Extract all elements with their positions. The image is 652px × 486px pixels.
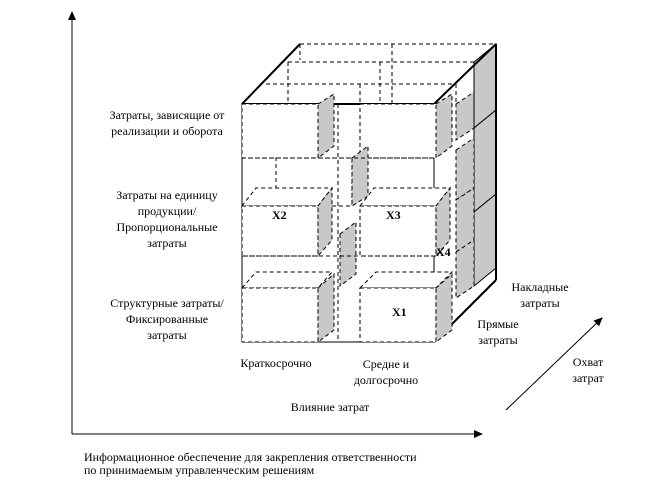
front-blocks xyxy=(240,93,454,343)
label-structural-costs: Структурные затраты/ Фиксированные затра… xyxy=(92,295,242,343)
caption: Информационное обеспечение для закреплен… xyxy=(84,451,417,477)
label-cost-influence: Влияние затрат xyxy=(290,400,370,414)
label-line: долгосрочно xyxy=(353,373,419,387)
label-line: затрат xyxy=(572,371,604,385)
depth-axis xyxy=(505,317,603,411)
label-line: Затраты на единицу xyxy=(116,188,218,202)
grid-lines xyxy=(242,104,434,342)
label-line: затраты xyxy=(147,236,187,250)
cell-x4-label: X4 xyxy=(436,245,451,259)
label-cost-coverage: Охват затрат xyxy=(558,354,618,386)
label-line: продукции/ xyxy=(137,204,197,218)
label-line: Накладные xyxy=(511,280,569,294)
label-line: Средне и xyxy=(362,357,410,371)
label-line: Охват xyxy=(572,355,604,369)
label-short-term: Краткосрочно xyxy=(240,356,312,370)
label-line: затраты xyxy=(478,333,518,347)
label-line: Пропорциональные xyxy=(116,220,218,234)
label-line: Фиксированные xyxy=(125,312,209,326)
label-line: Затраты, зависящие от xyxy=(109,108,225,122)
label-revenue-dependent-costs: Затраты, зависящие от реализации и оборо… xyxy=(92,107,242,139)
label-direct-costs: Прямые затраты xyxy=(458,316,538,348)
caption-line: по принимаемым управленческим решениям xyxy=(84,463,315,477)
caption-line: Информационное обеспечение для закреплен… xyxy=(84,450,417,464)
label-line: затраты xyxy=(147,328,187,342)
right-side-blocks xyxy=(455,42,497,299)
label-line: Структурные затраты/ xyxy=(110,296,224,310)
cube-back xyxy=(266,43,496,104)
cell-x1-label: X1 xyxy=(392,305,407,319)
label-overhead-costs: Накладные затраты xyxy=(500,279,580,311)
label-mid-long-term: Средне и долгосрочно xyxy=(336,356,436,388)
label-line: затраты xyxy=(520,296,560,310)
label-line: Прямые xyxy=(477,317,519,331)
label-per-unit-costs: Затраты на единицу продукции/ Пропорцион… xyxy=(92,187,242,251)
label-line: реализации и оборота xyxy=(111,124,223,138)
cell-x2-label: X2 xyxy=(272,208,287,222)
cell-x3-label: X3 xyxy=(386,208,401,222)
